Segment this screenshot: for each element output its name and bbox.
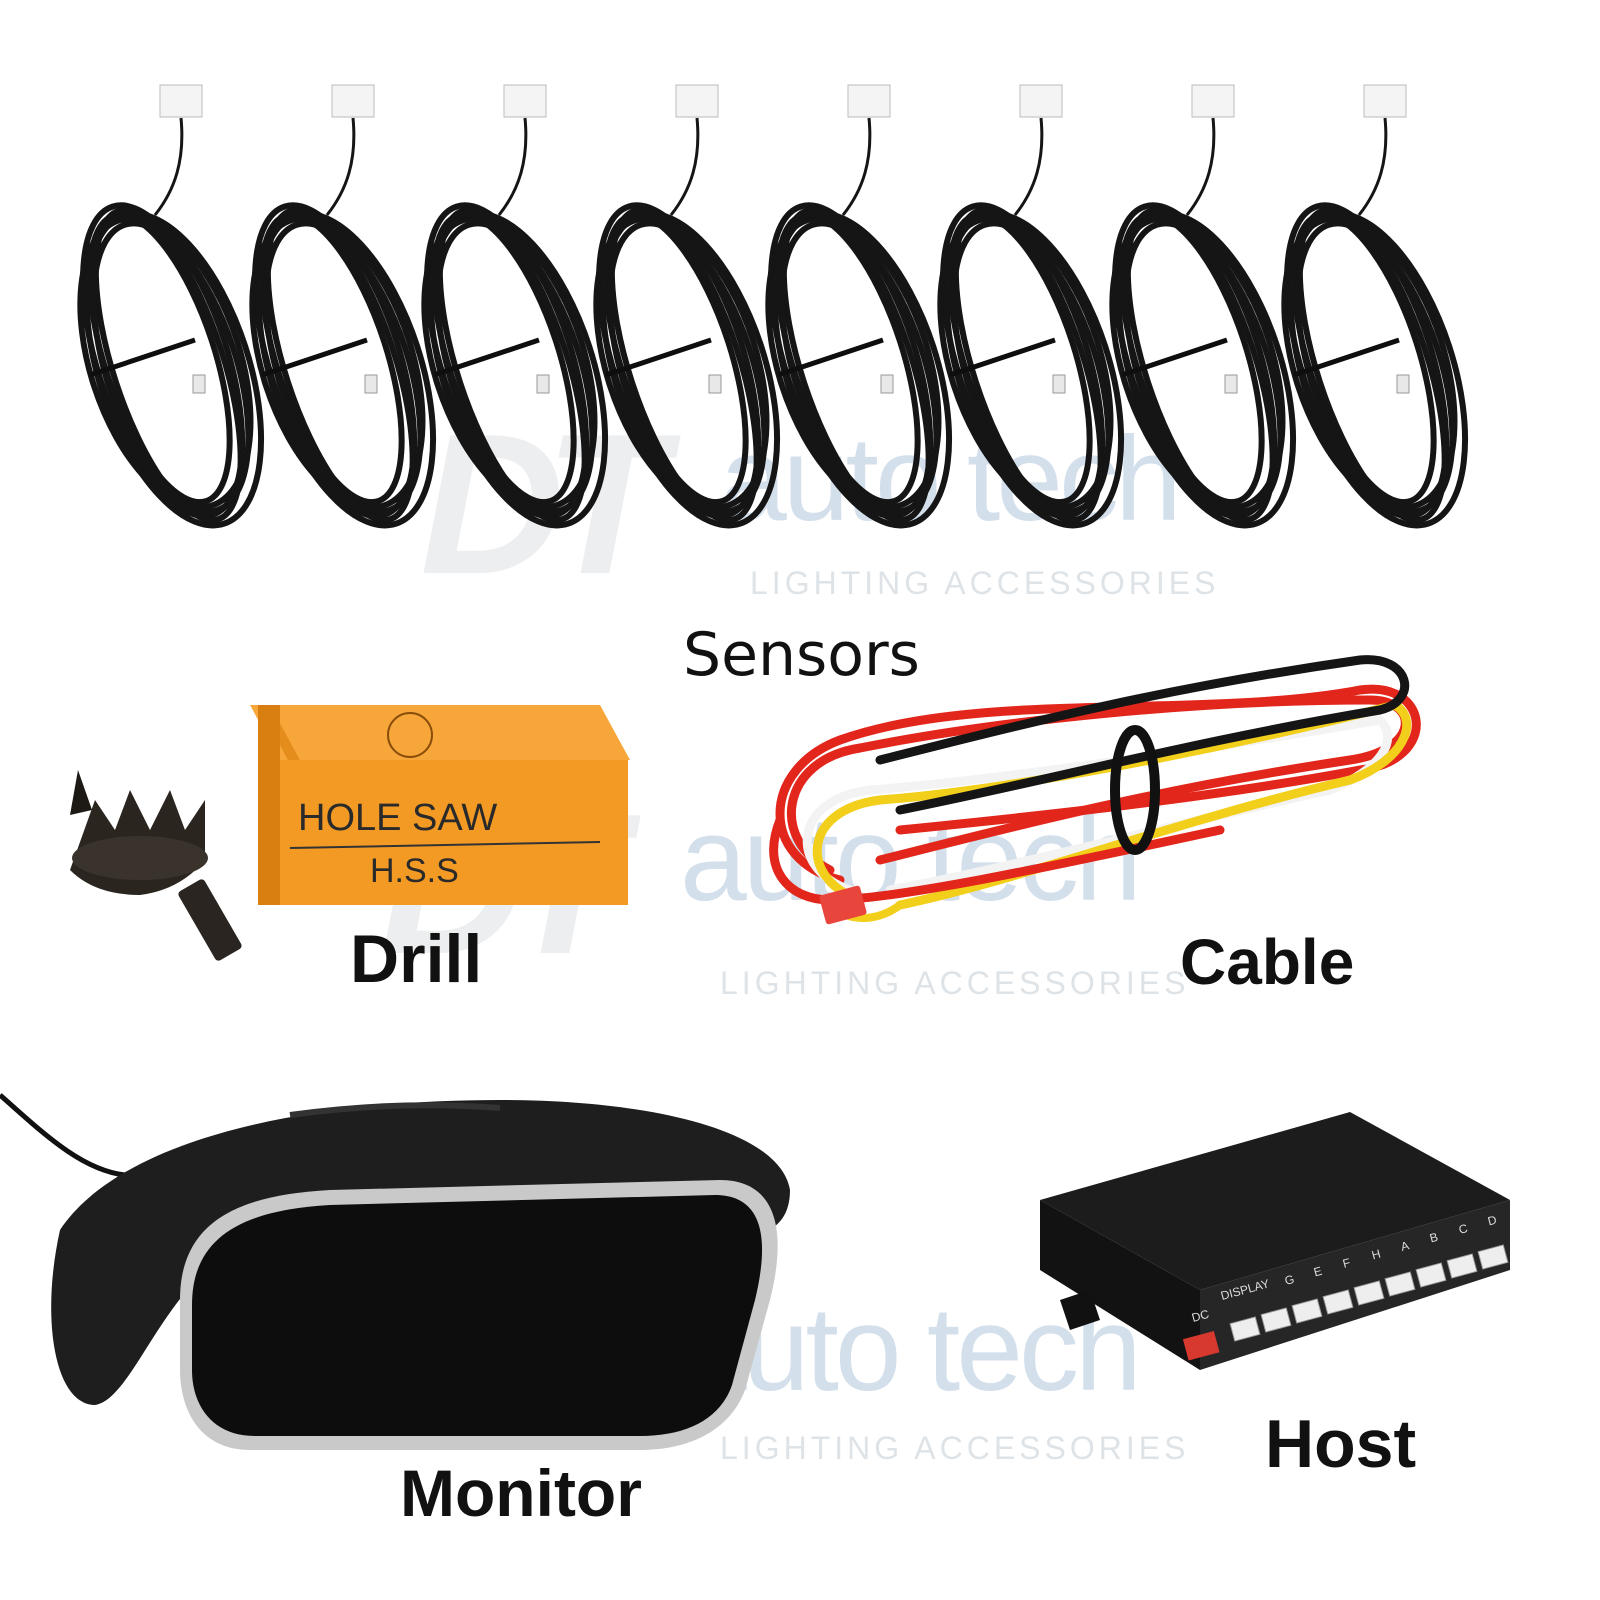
monitor-device <box>0 1093 791 1450</box>
host-port-2 <box>1260 1307 1292 1333</box>
host-port-label-0: DC <box>1190 1307 1211 1325</box>
sensor-1 <box>77 84 265 529</box>
host-port-8 <box>1446 1253 1478 1279</box>
hole-saw-label: HOLE SAW <box>298 797 497 839</box>
host-port-5 <box>1353 1280 1385 1306</box>
caption-drill: Drill <box>350 921 483 997</box>
host-port-label-5: H <box>1370 1247 1382 1263</box>
host-port-label-8: C <box>1457 1221 1469 1237</box>
sensor-2 <box>249 84 437 529</box>
sensor-4 <box>593 84 781 529</box>
sensor-7 <box>1109 84 1297 529</box>
host-port-label-2: G <box>1283 1272 1296 1288</box>
caption-host: Host <box>1265 1406 1417 1482</box>
host-port-label-9: D <box>1486 1213 1498 1229</box>
host-ports <box>1229 1244 1509 1342</box>
host-port-4 <box>1322 1289 1354 1315</box>
caption-monitor: Monitor <box>400 1456 642 1530</box>
drill-bit-icon <box>70 770 242 961</box>
host-port-3 <box>1291 1298 1323 1324</box>
host-port-6 <box>1384 1271 1416 1297</box>
cable-harness <box>769 655 1421 925</box>
hss-label: H.S.S <box>370 852 459 890</box>
caption-sensors: Sensors <box>683 620 920 690</box>
sensor-8 <box>1281 84 1469 529</box>
hole-saw-box: HOLE SAW H.S.S <box>250 705 630 905</box>
host-port-label-3: E <box>1312 1264 1323 1280</box>
sensor-5 <box>765 84 953 529</box>
host-port-1 <box>1229 1316 1261 1342</box>
host-port-9 <box>1477 1244 1509 1270</box>
host-port-label-6: A <box>1399 1238 1410 1254</box>
host-port-label-7: B <box>1428 1230 1439 1246</box>
sensors-group <box>77 84 1469 529</box>
host-port-label-4: F <box>1341 1255 1352 1270</box>
caption-cable: Cable <box>1180 926 1355 998</box>
sensor-6 <box>937 84 1125 529</box>
host-port-7 <box>1415 1262 1447 1288</box>
sensor-3 <box>421 84 609 529</box>
